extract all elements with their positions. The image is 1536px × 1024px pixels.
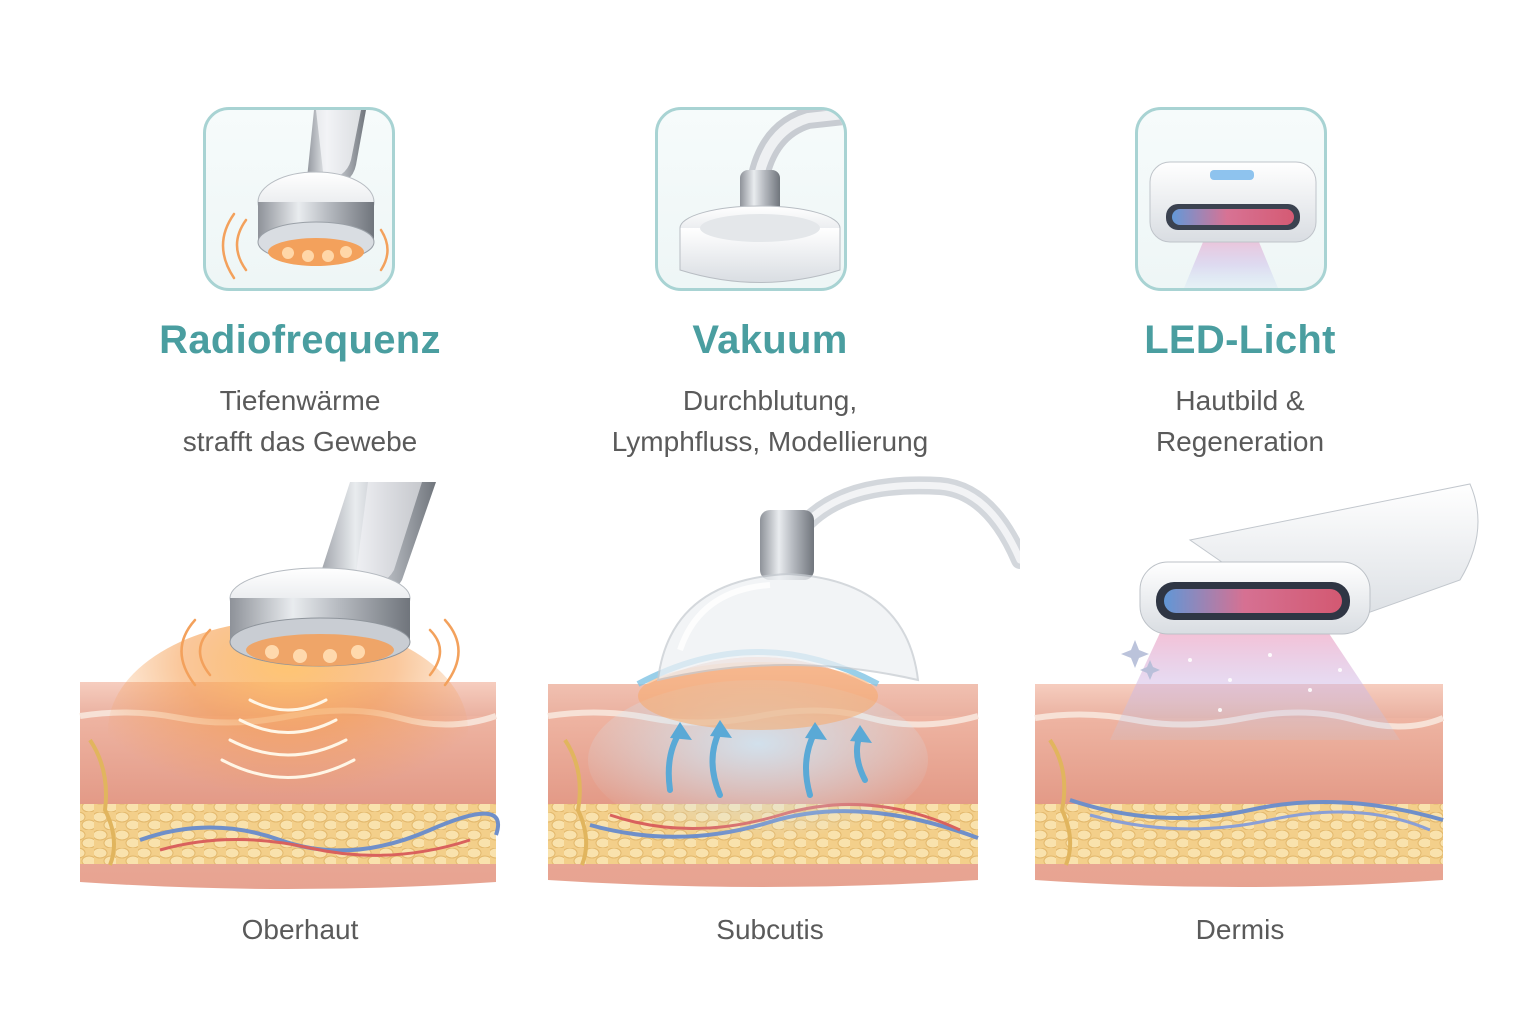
led-device <box>1139 483 1479 635</box>
vacuum-skin-illustration <box>547 476 1020 887</box>
column-radiofrequenz: Radiofrequenz Tiefenwärme strafft das Ge… <box>50 0 550 1024</box>
layer-label-oberhaut: Oberhaut <box>241 914 359 945</box>
lifted-tissue-glow <box>638 662 878 730</box>
led-light-beam <box>1110 620 1400 740</box>
subtitle-line: Hautbild & <box>1175 385 1305 416</box>
rf-skin-illustration <box>79 482 500 889</box>
column-led-licht: LED-Licht Hautbild & Regeneration <box>990 0 1490 1024</box>
title-vakuum: Vakuum <box>692 318 848 362</box>
subtitle-led-licht: Hautbild & Regeneration <box>990 380 1490 462</box>
subtitle-vakuum: Durchblutung, Lymphfluss, Modellierung <box>520 380 1020 462</box>
vacuum-cup <box>656 476 1020 682</box>
lymph-flow-glow <box>588 680 928 840</box>
subtitle-line: Lymphfluss, Modellierung <box>611 426 929 457</box>
subtitle-radiofrequenz: Tiefenwärme strafft das Gewebe <box>50 380 550 462</box>
title-radiofrequenz: Radiofrequenz <box>159 318 441 362</box>
rf-handpiece-icon <box>203 107 395 291</box>
rf-emission-arcs <box>180 618 460 687</box>
layer-label-dermis: Dermis <box>1195 914 1285 945</box>
heat-glow <box>108 620 468 840</box>
subtitle-line: Regeneration <box>1155 426 1325 457</box>
subtitle-line: Durchblutung, <box>682 385 858 416</box>
subtitle-line: strafft das Gewebe <box>182 426 418 457</box>
heat-waves <box>220 698 356 779</box>
column-vakuum: Vakuum Durchblutung, Lymphfluss, Modelli… <box>520 0 1020 1024</box>
led-skin-illustration <box>1034 483 1479 887</box>
layer-label-subcutis: Subcutis <box>716 914 824 945</box>
flow-arrow-heads <box>670 720 872 743</box>
rf-handpiece <box>229 482 436 667</box>
subtitle-line: Tiefenwärme <box>219 385 381 416</box>
vacuum-cup-icon <box>655 107 847 291</box>
sparkles <box>1121 640 1342 712</box>
led-device-icon <box>1135 107 1327 291</box>
title-led-licht: LED-Licht <box>1144 318 1336 362</box>
